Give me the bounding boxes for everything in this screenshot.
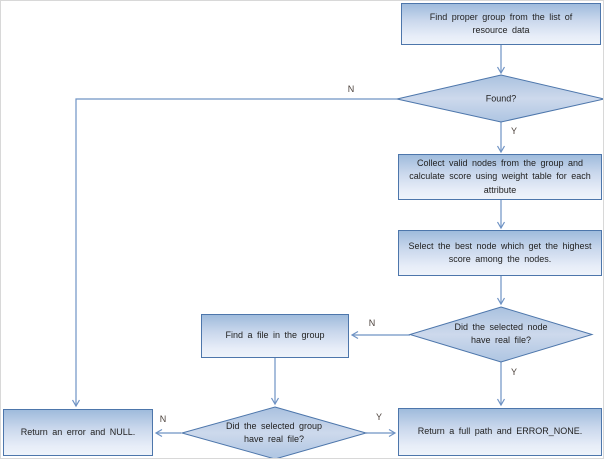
node-select-best-node-label: Select the best node which get the highe… [408, 240, 592, 265]
decision-node-has-file-shape [408, 306, 594, 363]
edge-label-node-no: N [368, 318, 376, 328]
edge-label-group-no: N [159, 414, 167, 424]
node-collect-valid-nodes: Collect valid nodes from the group and c… [398, 154, 602, 200]
decision-found-shape [396, 74, 603, 123]
node-return-path-label: Return a full path and ERROR_NONE. [417, 426, 583, 437]
edge-label-node-yes: Y [510, 367, 518, 377]
node-collect-valid-nodes-label: Collect valid nodes from the group and c… [409, 157, 591, 195]
node-find-file-label: Find a file in the group [225, 330, 325, 341]
connector-found-no-to-return-error [71, 98, 397, 408]
node-return-path: Return a full path and ERROR_NONE. [398, 408, 602, 456]
node-find-group-label: Find proper group from the list of resou… [429, 11, 573, 36]
node-find-file: Find a file in the group [201, 314, 349, 358]
node-select-best-node: Select the best node which get the highe… [398, 230, 602, 276]
node-find-group: Find proper group from the list of resou… [401, 3, 601, 45]
edge-label-group-yes: Y [375, 412, 383, 422]
edge-label-found-yes: Y [510, 126, 518, 136]
node-return-error: Return an error and NULL. [3, 409, 153, 456]
node-return-error-label: Return an error and NULL. [20, 426, 136, 437]
decision-group-has-file-shape [180, 406, 368, 458]
edge-label-found-no: N [347, 84, 355, 94]
